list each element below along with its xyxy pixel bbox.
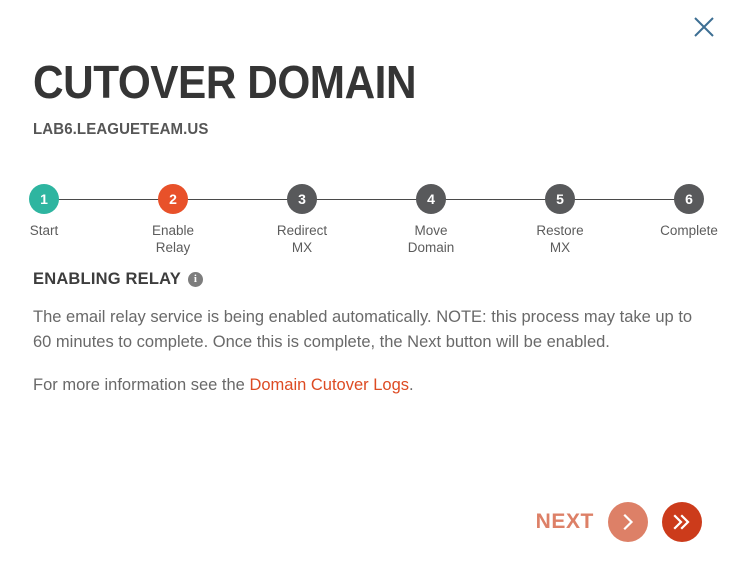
dialog-header: CUTOVER DOMAIN LAB6.LEAGUETEAM.US <box>0 0 735 140</box>
stepper-connector-line <box>33 199 700 200</box>
step-number: 3 <box>287 184 317 214</box>
step-3-redirect-mx[interactable]: 3 Redirect MX <box>259 176 345 256</box>
domain-name: LAB6.LEAGUETEAM.US <box>33 121 209 138</box>
step-label: Enable Relay <box>151 223 195 255</box>
skip-to-next-button[interactable] <box>662 502 702 542</box>
step-label: Restore MX <box>536 223 584 255</box>
next-label: NEXT <box>535 510 594 533</box>
status-description: The email relay service is being enabled… <box>33 308 693 351</box>
step-number: 5 <box>545 184 575 214</box>
wizard-stepper: 1 Start 2 Enable Relay 3 Redirect MX 4 M… <box>0 176 735 266</box>
next-button[interactable] <box>608 502 648 542</box>
step-number: 4 <box>416 184 446 214</box>
more-info-line: For more information see the Domain Cuto… <box>33 373 701 398</box>
info-icon[interactable]: i <box>187 272 203 287</box>
main-content: ENABLING RELAY i The email relay service… <box>0 270 735 398</box>
step-4-move-domain[interactable]: 4 Move Domain <box>388 176 474 256</box>
section-heading: ENABLING RELAY i <box>33 270 702 289</box>
domain-cutover-logs-link[interactable]: Domain Cutover Logs <box>249 376 410 394</box>
page-title: CUTOVER DOMAIN <box>33 56 417 108</box>
step-2-enable-relay[interactable]: 2 Enable Relay <box>130 176 216 256</box>
close-button[interactable] <box>687 10 721 44</box>
more-info-prefix: For more information see the <box>33 376 250 394</box>
step-number: 6 <box>674 184 704 214</box>
step-1-start[interactable]: 1 Start <box>1 176 87 256</box>
close-icon <box>691 14 717 40</box>
step-label: Redirect MX <box>276 223 328 255</box>
step-number: 2 <box>158 184 188 214</box>
step-6-complete[interactable]: 6 Complete <box>646 176 732 256</box>
more-info-suffix: . <box>409 376 414 394</box>
chevron-right-icon <box>618 512 638 532</box>
stepper-steps: 1 Start 2 Enable Relay 3 Redirect MX 4 M… <box>29 176 718 256</box>
step-label: Complete <box>660 223 718 238</box>
step-5-restore-mx[interactable]: 5 Restore MX <box>517 176 603 256</box>
step-number: 1 <box>29 184 59 214</box>
chevron-double-right-icon <box>671 512 693 532</box>
wizard-footer: NEXT <box>536 502 702 542</box>
step-label: Start <box>29 223 59 238</box>
step-label: Move Domain <box>407 223 455 255</box>
section-heading-text: ENABLING RELAY <box>33 270 181 288</box>
